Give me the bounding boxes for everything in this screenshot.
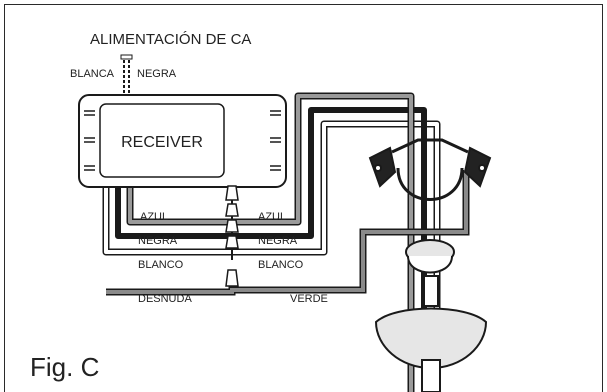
- supply-wires: [120, 54, 133, 95]
- right-black-label: NEGRA: [258, 235, 298, 247]
- wire-nut-icon: [225, 185, 239, 287]
- mounting-bracket-icon: [368, 138, 492, 201]
- ground-wire: [106, 170, 470, 296]
- left-black-label: NEGRA: [138, 235, 178, 247]
- right-green-label: VERDE: [290, 293, 328, 305]
- left-blue-label: AZUL: [140, 211, 168, 223]
- left-bare-label: DESNUDA: [138, 293, 192, 305]
- right-blue-label: AZUL: [258, 211, 286, 223]
- receiver-label: RECEIVER: [121, 134, 203, 151]
- figure-label: Fig. C: [30, 352, 100, 382]
- figure-frame: [4, 4, 603, 392]
- supply-white-label: BLANCA: [70, 68, 115, 80]
- ceiling-fan-canopy-icon: [374, 239, 488, 392]
- right-white-label: BLANCO: [258, 259, 304, 271]
- receiver-box: [78, 94, 287, 188]
- left-white-label: BLANCO: [138, 259, 184, 271]
- supply-black-label: NEGRA: [137, 68, 177, 80]
- ac-supply-title: ALIMENTACIÓN DE CA: [90, 31, 251, 48]
